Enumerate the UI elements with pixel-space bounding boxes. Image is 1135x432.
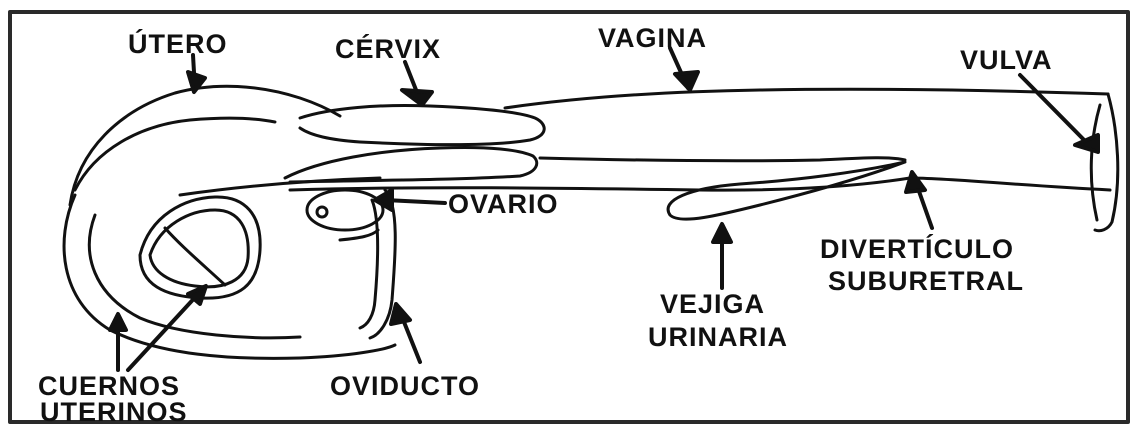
vagina-mid [540,158,905,161]
label-vejiga-line2: URINARIA [648,323,788,351]
label-cervix: CÉRVIX [335,35,441,63]
horn-fold [165,228,225,285]
label-oviducto: OVIDUCTO [330,372,480,400]
uterus-body-outline [70,86,340,205]
oviduct-fimbria [340,230,378,240]
label-vejiga-line1: VEJIGA [660,290,765,318]
label-cuernos-line2: UTERINOS [40,398,188,426]
vulva-arrowhead [1075,135,1098,152]
ovario-arrowhead [375,190,392,210]
label-diverticulo-line1: DIVERTÍCULO [820,235,1014,263]
vulva-lip [1091,105,1100,220]
uterine-horn-loop-inner [150,210,248,287]
cuernos-arrowhead-1 [110,314,126,330]
uterine-horn-outer [64,195,395,358]
cervix-lower [285,147,537,182]
cervix-arrowhead [402,90,432,105]
uterus-body-inner [75,118,275,190]
label-utero: ÚTERO [128,30,228,58]
label-cuernos-line1: CUERNOS [38,372,180,400]
diverticulo-arrowhead [906,172,925,192]
vagina-top [505,89,1108,108]
label-vulva: VULVA [960,46,1053,74]
vagina-arrowhead [675,72,698,90]
label-vagina: VAGINA [598,24,707,52]
vejiga-arrowhead [713,224,731,242]
vulva-arrow [1020,75,1092,148]
oviducto-arrowhead [391,304,410,324]
vagina-lower [180,178,380,195]
label-ovario: OVARIO [448,190,559,218]
oviduct-tube-inner [360,200,378,328]
cervix-upper [300,106,544,145]
label-diverticulo-line2: SUBURETRAL [828,267,1024,295]
ovary-dot [317,207,327,217]
